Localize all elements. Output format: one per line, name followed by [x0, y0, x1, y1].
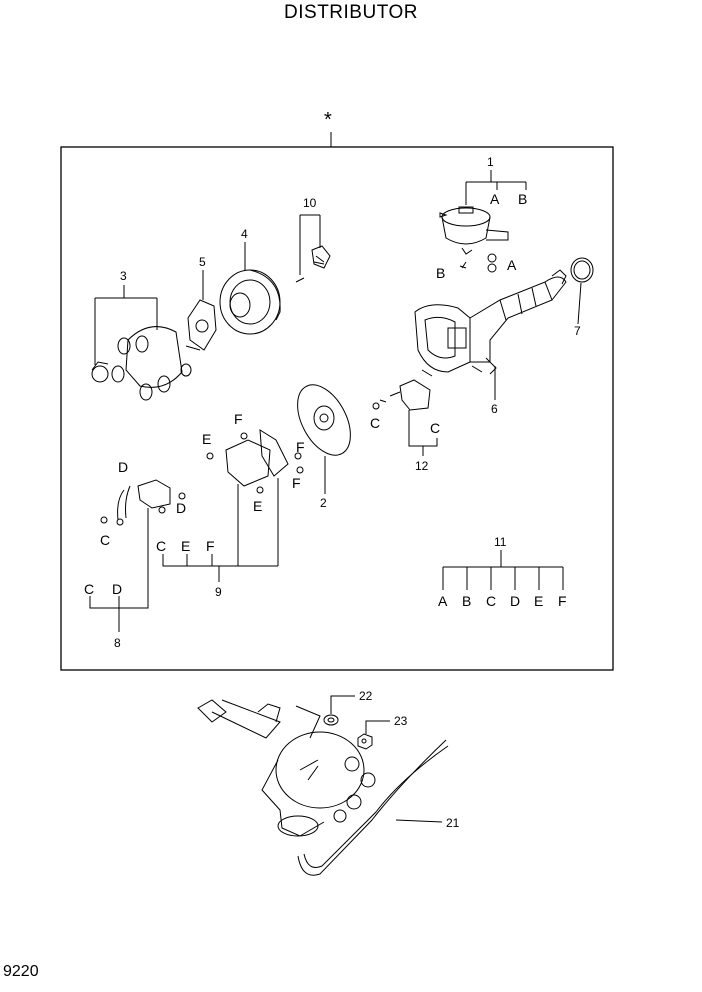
assembly-marker: * [324, 109, 332, 131]
callout-11-leader [442, 550, 564, 590]
letter-B: B [436, 265, 445, 281]
callout-23: 23 [394, 714, 408, 728]
callout-9-leader [162, 478, 279, 567]
callout-8: 8 [114, 636, 121, 650]
letter-F: F [234, 411, 243, 427]
callout-2: 2 [320, 496, 327, 510]
governor-assembly [206, 429, 304, 494]
callout-1: 1 [487, 155, 494, 169]
breaker-plate [297, 384, 351, 456]
callout-21-leader [395, 819, 443, 823]
letter-C: C [430, 420, 440, 436]
o-ring [570, 257, 594, 283]
letter-D: D [118, 459, 128, 475]
letter-C: C [486, 593, 496, 609]
rotor [185, 299, 217, 351]
rotor-drum [219, 269, 281, 335]
nut [357, 733, 373, 750]
page-title: DISTRIBUTOR [284, 2, 418, 23]
letter-E: E [202, 431, 211, 447]
callout-11: 11 [494, 535, 507, 549]
callout-3: 3 [120, 269, 127, 283]
letter-E: E [534, 593, 543, 609]
callout-7: 7 [574, 324, 581, 338]
letter-F: F [206, 538, 215, 554]
distributor-cap [91, 326, 192, 401]
letter-C: C [84, 581, 94, 597]
small-parts-kit [295, 245, 331, 283]
callout-4: 4 [241, 227, 248, 241]
letter-A: A [438, 593, 448, 609]
vacuum-hose [297, 739, 449, 876]
callout-6: 6 [491, 402, 498, 416]
letter-F: F [296, 439, 305, 455]
letter-C: C [156, 538, 166, 554]
letter-F: F [292, 475, 301, 491]
callout-1-leader [465, 170, 527, 205]
callout-22: 22 [359, 689, 373, 703]
washer [323, 714, 339, 726]
vacuum-advance-unit [439, 206, 509, 273]
pickup-coil [372, 379, 431, 411]
callout-22-leader [330, 695, 355, 714]
letter-A: A [507, 257, 517, 273]
letter-B: B [518, 191, 527, 207]
letter-D: D [510, 593, 520, 609]
letter-A: A [490, 191, 500, 207]
letter-C: C [100, 532, 110, 548]
callout-23-leader [365, 720, 390, 734]
letter-F: F [558, 593, 567, 609]
callout-21: 21 [446, 816, 460, 830]
callout-9: 9 [215, 585, 222, 599]
letter-C: C [370, 415, 380, 431]
callout-10: 10 [303, 196, 317, 210]
distributor-housing [414, 269, 567, 377]
letter-D: D [112, 581, 122, 597]
assembly-frame [60, 146, 614, 671]
letter-E: E [253, 498, 262, 514]
callout-7-leader [577, 282, 582, 325]
callout-5: 5 [199, 255, 206, 269]
igniter-module [100, 479, 186, 526]
assembled-distributor [197, 699, 376, 837]
letter-E: E [181, 538, 190, 554]
letter-D: D [176, 500, 186, 516]
callout-10-leader [299, 214, 321, 275]
letter-B: B [462, 593, 471, 609]
page-code: 9220 [3, 963, 39, 980]
callout-12: 12 [415, 459, 429, 473]
callout-3-leader [94, 285, 158, 365]
